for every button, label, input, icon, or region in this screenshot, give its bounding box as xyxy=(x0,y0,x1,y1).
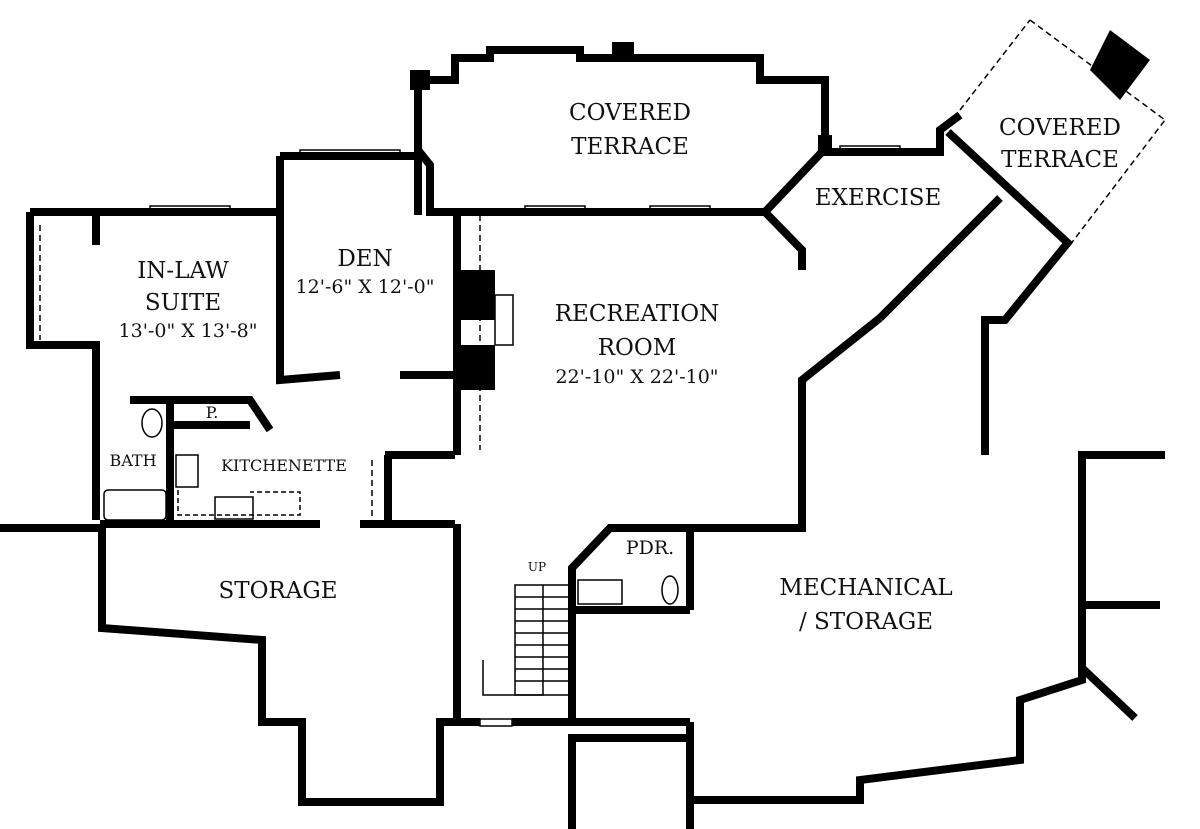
terrace-wall xyxy=(414,147,765,216)
column xyxy=(818,135,832,151)
pantry-label: P. xyxy=(205,402,219,422)
mechanical-label: / STORAGE xyxy=(798,608,934,635)
lav xyxy=(577,579,623,605)
hearth xyxy=(494,294,514,346)
mechanical-label: MECHANICAL xyxy=(779,574,953,601)
fireplace xyxy=(457,345,495,390)
column xyxy=(612,42,634,56)
kitchenette-label: KITCHENETTE xyxy=(221,455,347,475)
storage-label: STORAGE xyxy=(218,577,338,604)
exercise-wall xyxy=(877,195,1003,321)
recreation-room-label: ROOM xyxy=(597,334,677,361)
window xyxy=(299,149,401,157)
covered-terrace-label: TERRACE xyxy=(571,133,689,160)
mech-wall xyxy=(981,237,1074,455)
in-law-dimensions: 13'-0" X 13'-8" xyxy=(118,320,258,343)
fireplace xyxy=(457,270,495,320)
mech-wall xyxy=(1079,665,1138,721)
mech-wall xyxy=(686,451,1165,804)
exercise-wall xyxy=(762,111,963,215)
terrace-wall xyxy=(945,129,1073,248)
window xyxy=(524,205,586,213)
den-wall xyxy=(276,156,341,385)
in-law-label: IN-LAW xyxy=(137,257,229,284)
inlaw-wall xyxy=(26,212,100,520)
pdr-label: PDR. xyxy=(625,537,675,560)
chimney xyxy=(1090,30,1150,100)
window xyxy=(149,205,231,213)
terrace-dash xyxy=(1029,19,1166,121)
mech-wall xyxy=(568,734,694,829)
toilet xyxy=(661,575,679,605)
stove xyxy=(175,454,199,488)
terrace-dash xyxy=(1069,119,1166,246)
exercise-wall xyxy=(762,209,806,270)
den-label: DEN xyxy=(337,245,393,272)
storage-wall xyxy=(98,528,458,806)
exercise-label: EXERCISE xyxy=(814,184,942,211)
recreation-room-label: RECREATION xyxy=(554,300,720,327)
column xyxy=(410,70,430,90)
window xyxy=(839,145,901,153)
recreation-room-dimensions: 22'-10" X 22'-10" xyxy=(555,366,719,389)
rec-wall xyxy=(690,314,883,532)
stairs-up-label: UP xyxy=(527,560,547,575)
pdr-wall xyxy=(568,524,694,725)
in-law-label: SUITE xyxy=(144,289,222,316)
terrace-dash xyxy=(959,19,1031,111)
kitchen-sink xyxy=(214,496,254,520)
window xyxy=(649,205,711,213)
covered-terrace-2-label: COVERED xyxy=(999,114,1121,141)
terrace-wall xyxy=(414,46,829,215)
den-dimensions: 12'-6" X 12'-0" xyxy=(295,276,435,299)
covered-terrace-label: COVERED xyxy=(569,99,691,126)
bath-label: BATH xyxy=(109,450,157,470)
covered-terrace-2-label: TERRACE xyxy=(1001,146,1119,173)
window xyxy=(479,718,513,727)
sink xyxy=(141,408,163,438)
tub xyxy=(103,489,167,521)
